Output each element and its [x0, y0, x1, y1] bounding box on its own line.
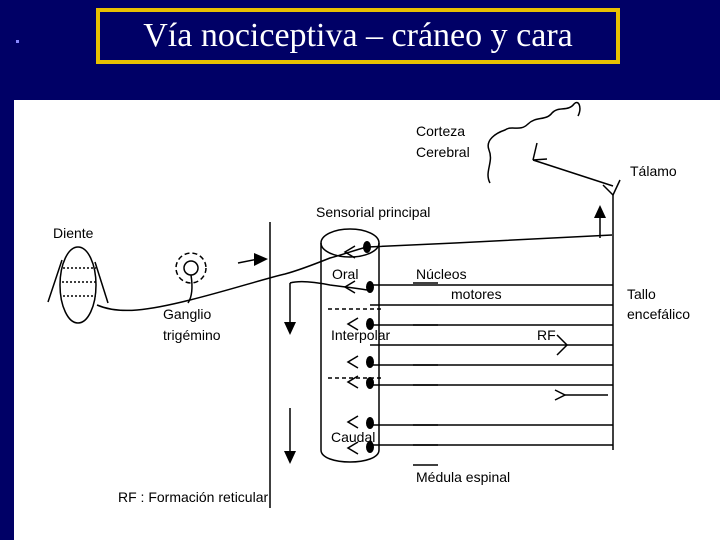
label-encefalico: encefálico	[627, 306, 690, 322]
arrow-down-lower	[284, 451, 296, 464]
label-oral: Oral	[332, 266, 358, 282]
arrow-up-thalamus	[594, 205, 606, 218]
label-diente: Diente	[53, 225, 94, 241]
diagram-panel	[14, 100, 720, 540]
label-rf: RF	[537, 327, 556, 343]
arrow-right-afferent	[254, 253, 268, 266]
tooth-outline	[59, 246, 97, 324]
thalamocortical-fiber	[532, 159, 614, 187]
label-tallo: Tallo	[627, 286, 656, 302]
label-talamo: Tálamo	[630, 163, 677, 179]
label-medula-espinal: Médula espinal	[416, 469, 510, 485]
label-cerebral: Cerebral	[416, 144, 470, 160]
trigeminal-afferent	[96, 246, 368, 312]
label-sensorial-principal: Sensorial principal	[316, 204, 430, 220]
label-corteza: Corteza	[416, 123, 465, 139]
label-caudal: Caudal	[331, 429, 375, 445]
label-trigemino: trigémino	[163, 327, 221, 343]
slide-title: Vía nociceptiva – cráneo y cara	[96, 8, 620, 64]
arrow-down-upper	[284, 322, 296, 335]
label-ganglio: Ganglio	[163, 306, 211, 322]
label-interpolar: Interpolar	[331, 327, 390, 343]
trigeminal-ganglion	[175, 252, 207, 284]
legend-rf: RF : Formación reticular	[118, 489, 268, 505]
bullet-dot	[16, 40, 19, 43]
label-nucleos: Núcleos	[416, 266, 467, 282]
trigeminothalamic-fiber	[366, 234, 613, 248]
trigeminal-nucleus-top	[320, 228, 380, 258]
label-motores: motores	[451, 286, 502, 302]
cerebral-cortex-outline	[487, 101, 581, 184]
